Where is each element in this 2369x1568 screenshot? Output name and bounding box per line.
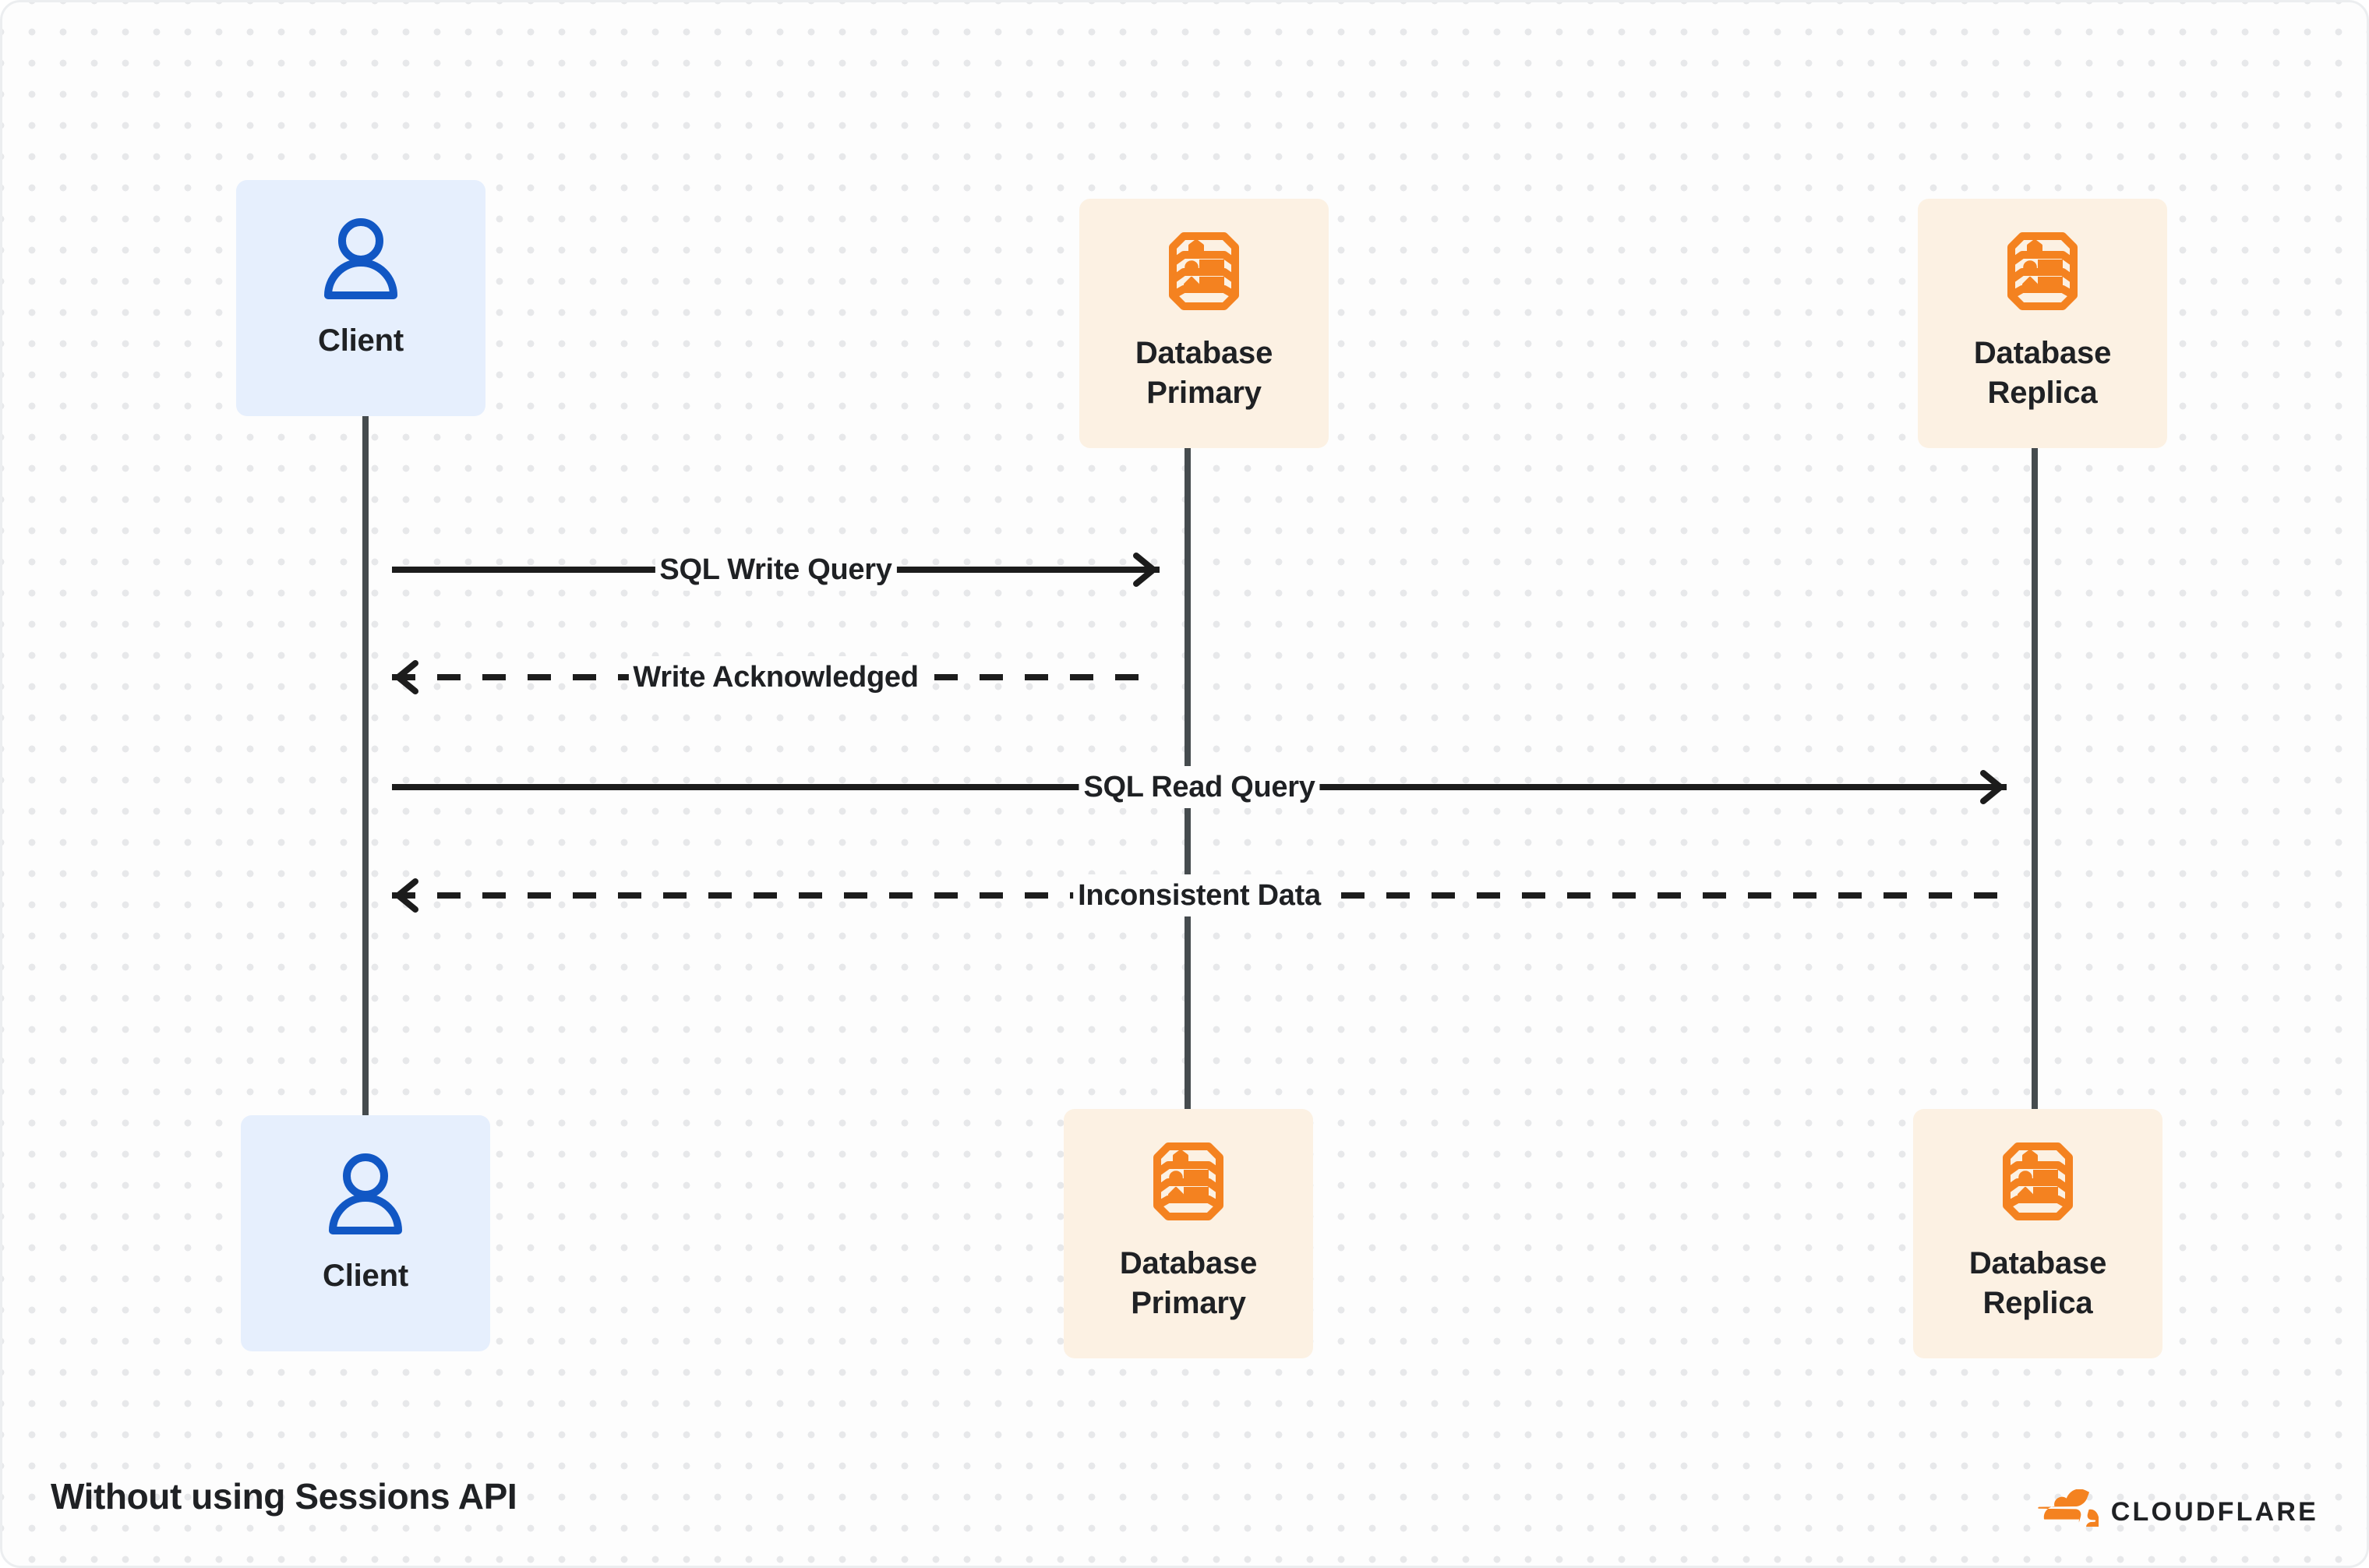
message-label: Write Acknowledged	[628, 656, 923, 698]
cloudflare-cloud-icon	[2030, 1489, 2099, 1535]
participant-client-top[interactable]: Client	[236, 180, 485, 416]
participant-label: Database Replica	[1968, 1246, 2107, 1321]
message-label: SQL Write Query	[655, 549, 897, 591]
database-icon	[2004, 228, 2081, 318]
participant-label: Client	[323, 1259, 408, 1293]
arrowhead-left-icon	[387, 657, 428, 697]
participant-db-replica-top[interactable]: Database Replica	[1918, 199, 2167, 448]
cloudflare-logo: CLOUDFLARE	[2030, 1489, 2318, 1535]
message-label: Inconsistent Data	[1073, 874, 1326, 916]
lifeline-db-replica	[2032, 448, 2038, 1117]
participant-client-bottom[interactable]: Client	[241, 1115, 490, 1351]
user-icon	[320, 217, 401, 307]
participant-label: Database Primary	[1119, 1246, 1258, 1321]
participant-db-replica-bottom[interactable]: Database Replica	[1913, 1109, 2162, 1358]
database-icon	[1999, 1139, 2077, 1228]
arrowhead-right-icon	[1124, 549, 1164, 590]
diagram-caption: Without using Sessions API	[51, 1476, 517, 1517]
participant-db-primary-top[interactable]: Database Primary	[1079, 199, 1329, 448]
cloudflare-wordmark: CLOUDFLARE	[2110, 1497, 2318, 1527]
message-label: SQL Read Query	[1079, 766, 1320, 808]
arrowhead-right-icon	[1971, 767, 2011, 807]
arrowhead-left-icon	[387, 875, 428, 916]
database-icon	[1149, 1139, 1227, 1228]
participant-label: Database Replica	[1973, 336, 2112, 411]
database-icon	[1165, 228, 1243, 318]
participant-label: Database Primary	[1135, 336, 1273, 411]
participant-db-primary-bottom[interactable]: Database Primary	[1064, 1109, 1313, 1358]
user-icon	[325, 1153, 406, 1242]
lifeline-client	[362, 415, 369, 1117]
participant-label: Client	[318, 323, 404, 358]
